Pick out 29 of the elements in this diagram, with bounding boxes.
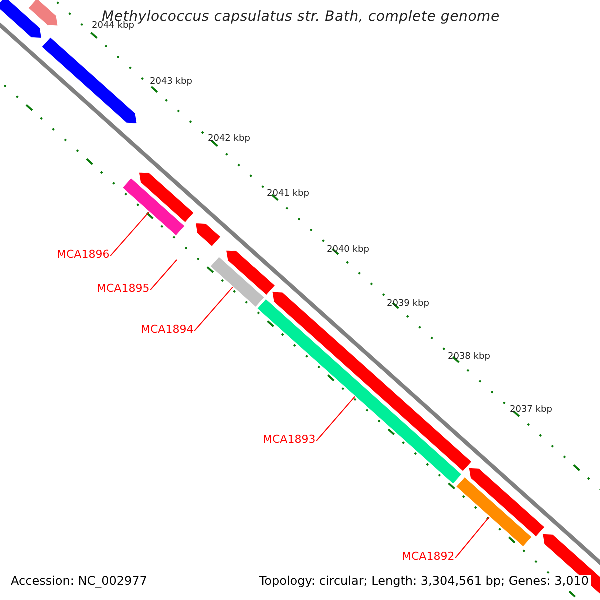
gene-bar bbox=[226, 250, 276, 296]
accession-text: Accession: NC_002977 bbox=[9, 575, 150, 589]
gene-bar bbox=[468, 468, 546, 538]
genome-stats-text: Topology: circular; Length: 3,304,561 bp; Genes: 3,010 bbox=[257, 575, 591, 589]
gene-bar bbox=[138, 172, 195, 224]
gene-bar bbox=[456, 476, 532, 548]
gene-label: MCA1893 bbox=[263, 434, 316, 447]
gene-bar bbox=[122, 178, 186, 236]
gene-bar bbox=[41, 36, 138, 124]
gene-label: MCA1896 bbox=[57, 249, 110, 262]
leader-line bbox=[194, 286, 234, 332]
gene-bar bbox=[0, 0, 42, 39]
leader-line bbox=[150, 260, 178, 290]
scale-tick-label: 2038 kbp bbox=[448, 352, 490, 362]
scale-tick-label: 2037 kbp bbox=[510, 405, 552, 416]
leader-line bbox=[110, 212, 150, 256]
leader-line bbox=[455, 516, 490, 558]
scale-tick-label: 2042 kbp bbox=[208, 134, 250, 144]
gene-label: MCA1895 bbox=[97, 283, 150, 296]
scale-tick-label: 2039 kbp bbox=[387, 299, 430, 310]
gene-bar bbox=[195, 222, 222, 248]
scale-tick-label: 2043 kbp bbox=[150, 77, 192, 88]
gene-label: MCA1894 bbox=[141, 324, 194, 337]
gene-bar bbox=[210, 256, 266, 308]
gene-bar bbox=[28, 0, 58, 26]
gene-label: MCA1892 bbox=[402, 551, 455, 564]
leader-line bbox=[316, 396, 356, 442]
scale-tick-label: 2041 kbp bbox=[267, 189, 310, 200]
scale-tick-label: 2040 kbp bbox=[327, 245, 370, 256]
